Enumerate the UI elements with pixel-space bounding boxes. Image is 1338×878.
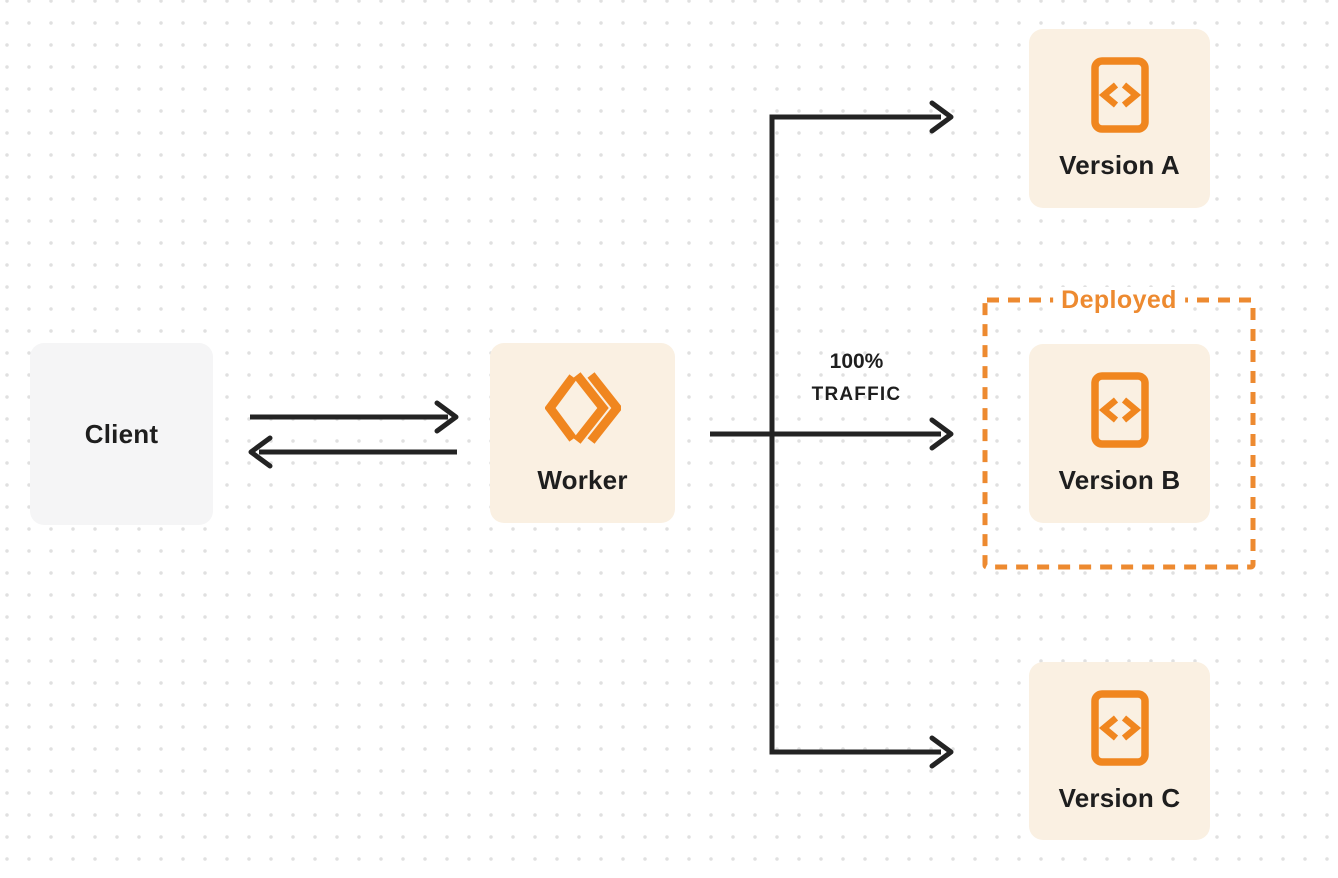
worker-node-label: Worker [537, 464, 628, 495]
client-to-worker-arrow [250, 400, 459, 434]
deployed-annotation-label: Deployed [1053, 287, 1185, 314]
worker-node: Worker [490, 343, 675, 523]
version-c-node: Version C [1029, 662, 1210, 840]
branch-to-version-b-arrow [710, 417, 954, 451]
version-a-node-label: Version A [1059, 150, 1180, 181]
client-node: Client [30, 343, 213, 525]
code-file-icon [1090, 57, 1149, 138]
code-file-icon [1090, 689, 1149, 771]
code-file-icon [1090, 372, 1149, 453]
version-b-node: Version B [1029, 344, 1210, 523]
traffic-percent-text: 100% [829, 350, 884, 373]
worker-logo-icon [543, 371, 623, 451]
branch-to-version-a-arrow [769, 100, 954, 434]
version-a-node: Version A [1029, 29, 1210, 208]
version-c-node-label: Version C [1058, 782, 1181, 813]
traffic-percentage-label: 100% TRAFFIC [789, 350, 924, 407]
client-node-label: Client [84, 418, 159, 449]
branch-to-version-c-arrow [769, 434, 954, 769]
traffic-word-text: TRAFFIC [811, 384, 902, 405]
version-b-node-label: Version B [1058, 465, 1181, 496]
worker-to-client-arrow [248, 435, 457, 469]
